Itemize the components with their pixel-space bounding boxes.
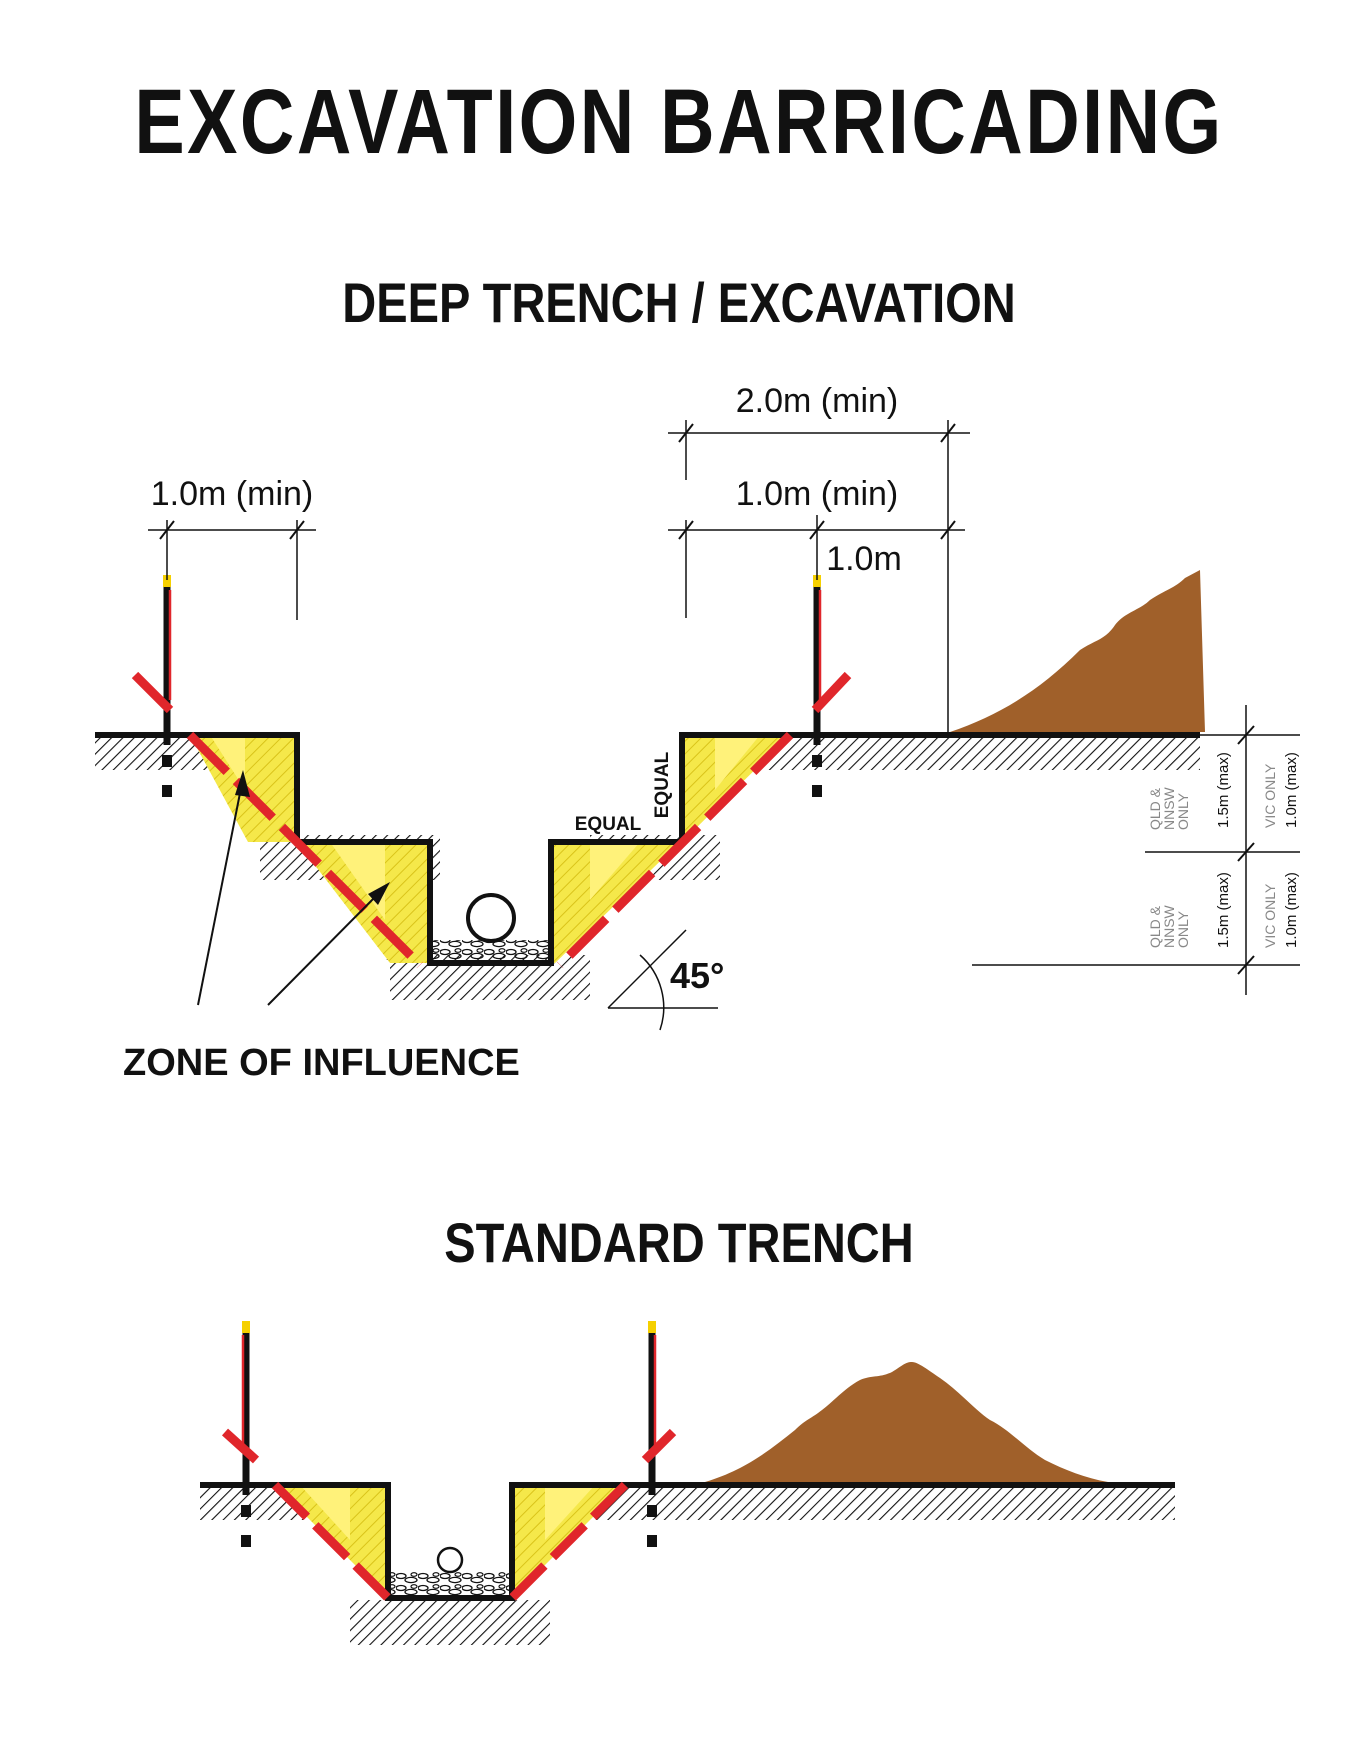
deep-barrier-line-left: [186, 731, 424, 969]
deep-trench-diagram: 1.0m (min) 2.0m (min) 1.0m (min) 1.0m EQ…: [95, 382, 1300, 1084]
angle-label: 45°: [670, 955, 724, 996]
qld-lower-line1: QLD &: [1147, 905, 1163, 948]
dim-top: 2.0m (min): [668, 382, 970, 735]
deep-gravel-bed: [432, 940, 549, 961]
vic-lower: VIC ONLY: [1262, 883, 1278, 948]
angle-indicator: 45°: [607, 929, 724, 1031]
dim-left: 1.0m (min): [148, 475, 316, 620]
std-pipe: [436, 1546, 464, 1574]
max15-lower: 1.5m (max): [1215, 872, 1232, 948]
deep-post-right: [811, 575, 852, 797]
page-title: EXCAVATION BARRICADING: [134, 71, 1224, 173]
std-barrier-line-right: [506, 1481, 629, 1604]
dim-left-label: 1.0m (min): [151, 475, 313, 513]
zone-arrows: [197, 770, 390, 1006]
deep-barrier-line-right: [556, 731, 794, 969]
dim-mid-label: 1.0m (min): [736, 475, 898, 513]
qld-lower-line2: NNSW: [1161, 904, 1177, 948]
depth-scale: QLD & NNSW ONLY 1.5m (max) VIC ONLY 1.0m…: [972, 705, 1300, 995]
qld-upper-line1: QLD &: [1147, 787, 1163, 830]
std-gravel-bed: [390, 1572, 510, 1596]
std-post-left: [221, 1321, 260, 1547]
std-barrier-line-left: [271, 1481, 394, 1604]
max15-upper: 1.5m (max): [1215, 752, 1232, 828]
deep-post-left: [131, 575, 174, 797]
deep-trench-profile: [95, 732, 1200, 966]
deep-pipe: [466, 893, 516, 943]
dim-top-label: 2.0m (min): [736, 382, 898, 420]
zone-of-influence-label: ZONE OF INFLUENCE: [123, 1042, 520, 1084]
qld-upper-line2: NNSW: [1161, 786, 1177, 830]
dim-mid: 1.0m (min) 1.0m: [668, 475, 965, 618]
std-spoil-pile: [705, 1362, 1108, 1482]
max10-upper: 1.0m (max): [1283, 752, 1300, 828]
standard-trench-title: STANDARD TRENCH: [444, 1211, 914, 1274]
dim-short-label: 1.0m: [826, 540, 902, 578]
deep-trench-title: DEEP TRENCH / EXCAVATION: [342, 271, 1016, 334]
deep-spoil-pile: [950, 570, 1205, 732]
equal-vertical-label: EQUAL: [652, 751, 673, 818]
standard-trench-diagram: [200, 1321, 1175, 1645]
max10-lower: 1.0m (max): [1283, 872, 1300, 948]
vic-upper: VIC ONLY: [1262, 763, 1278, 828]
qld-upper-line3: ONLY: [1175, 792, 1191, 830]
equal-horizontal-label: EQUAL: [575, 814, 642, 835]
std-post-right: [641, 1321, 677, 1547]
qld-lower-line3: ONLY: [1175, 910, 1191, 948]
